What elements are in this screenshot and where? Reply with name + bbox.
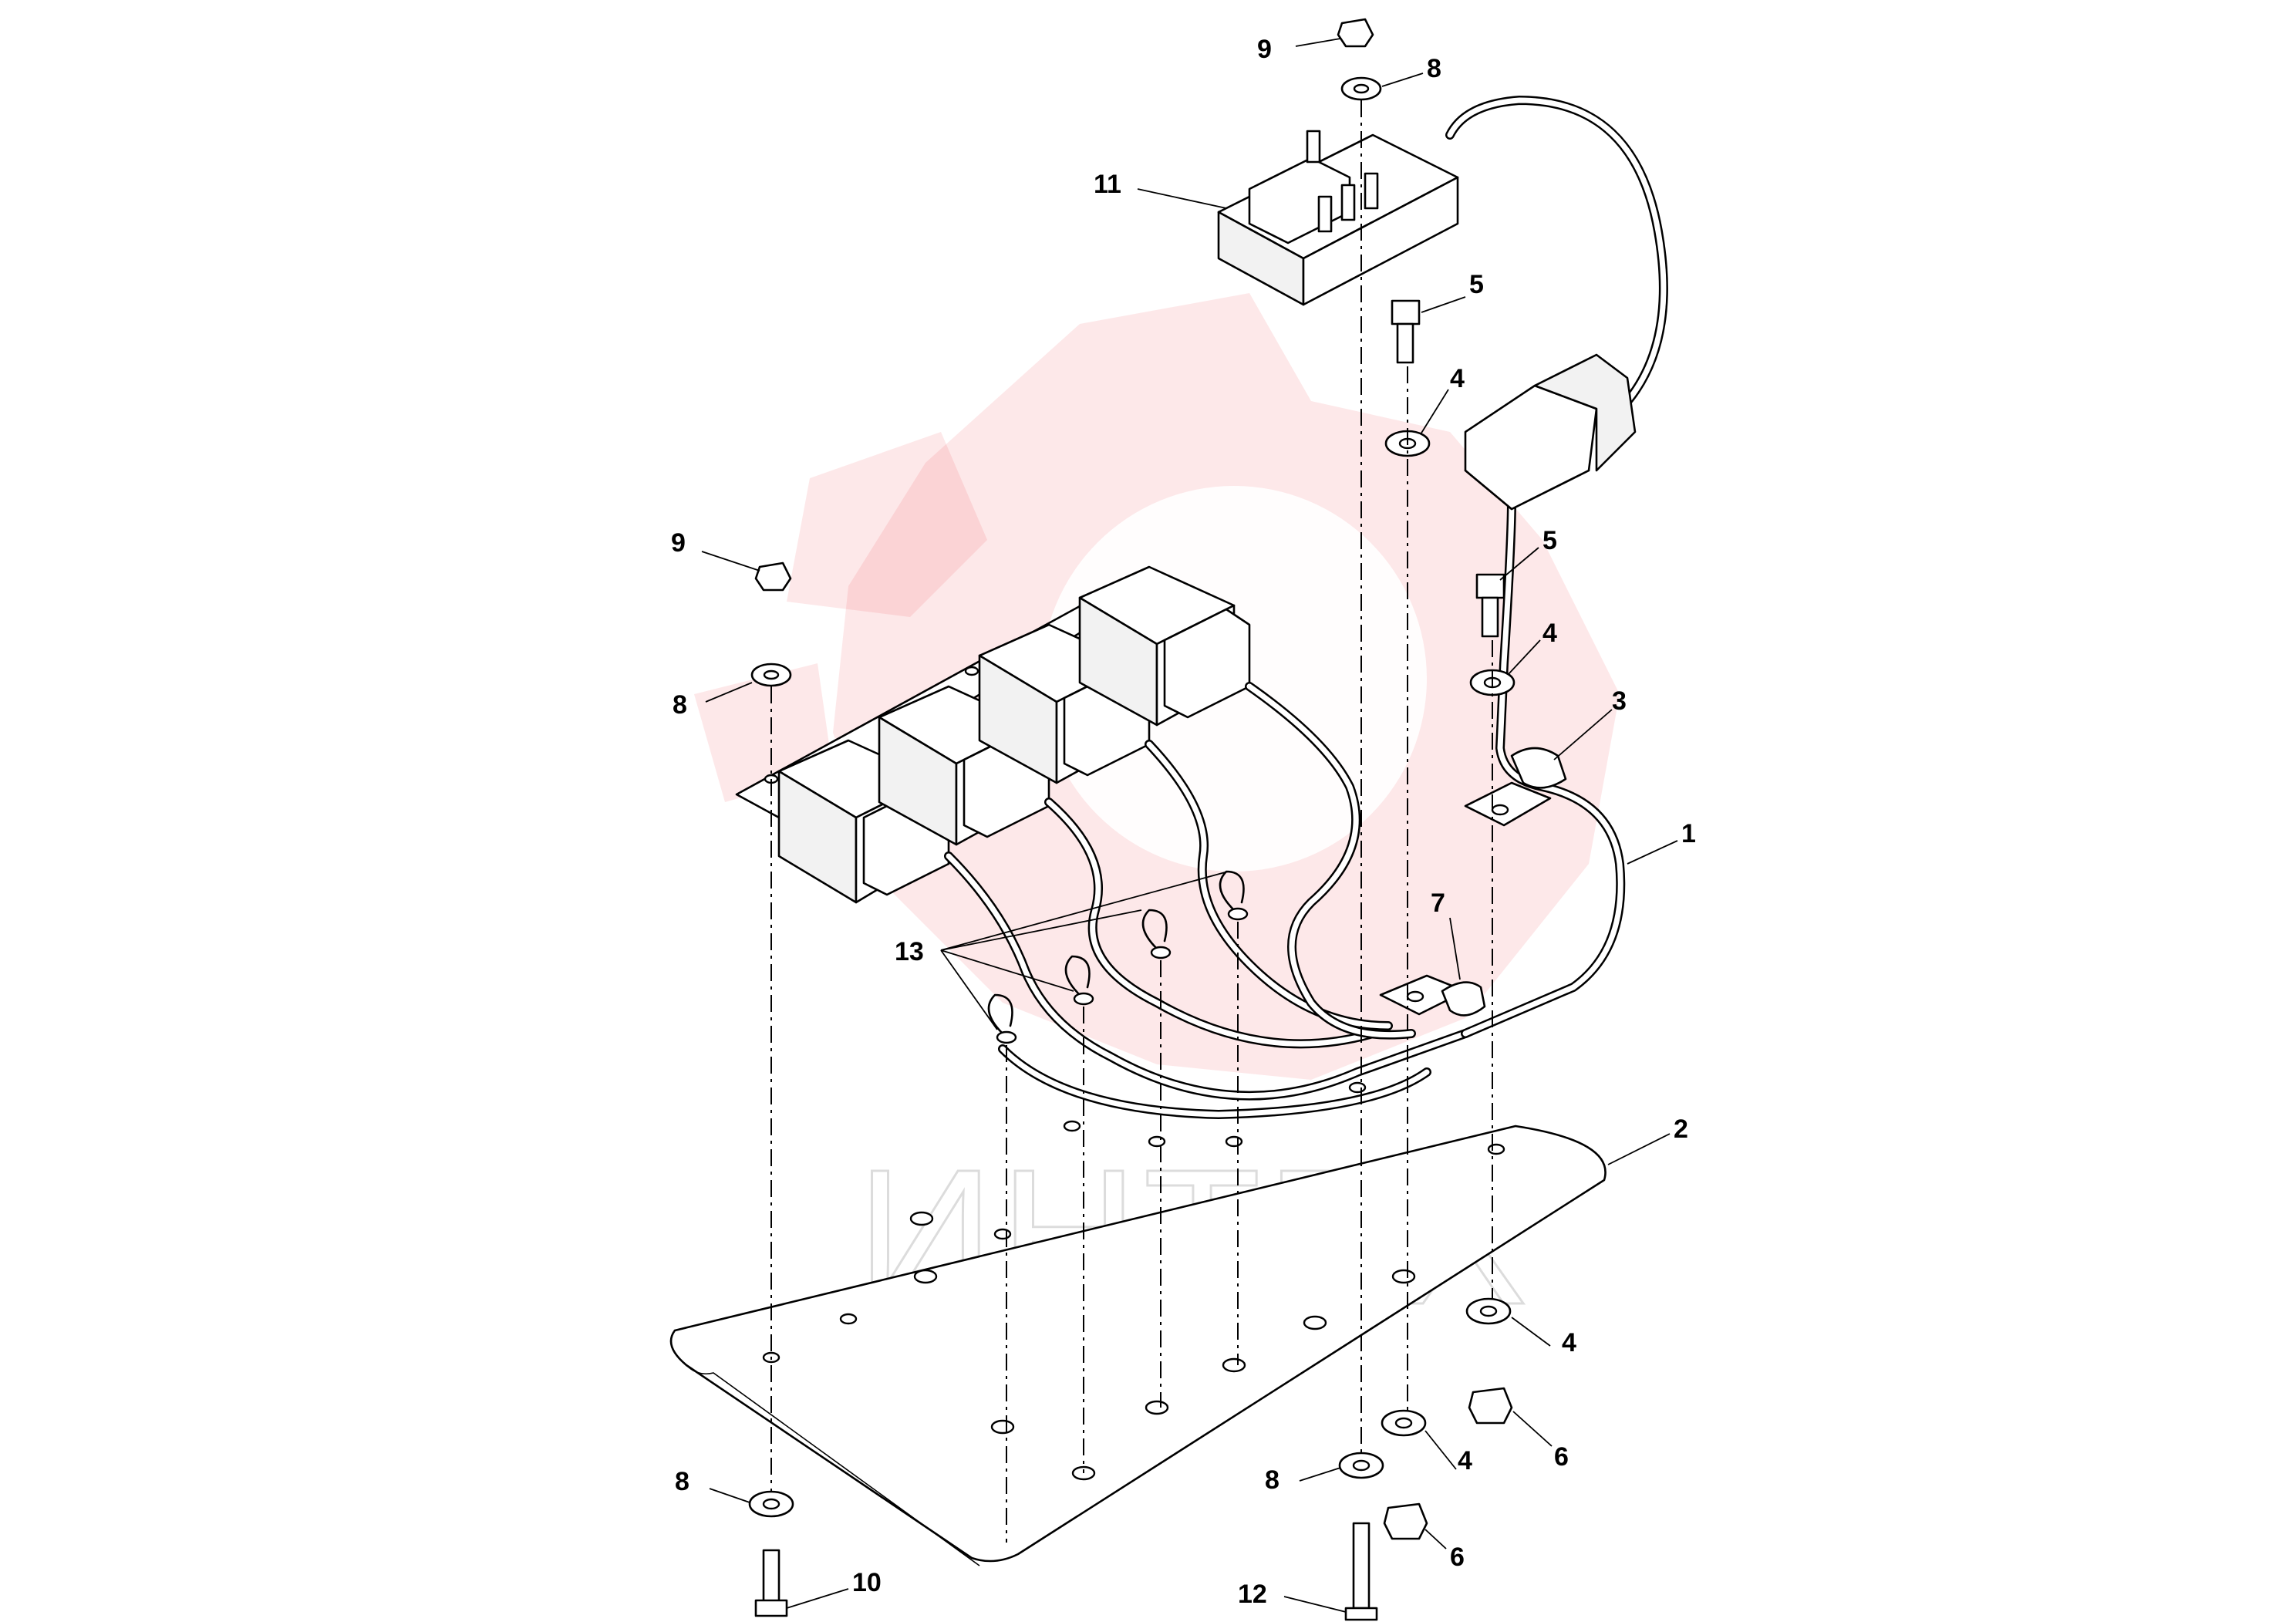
ring-terminals (987, 870, 1249, 1044)
callout-4-lower: 4 (1458, 1446, 1472, 1475)
callout-4-upper: 4 (1450, 364, 1465, 393)
nut-6-under (1468, 1387, 1513, 1425)
callout-6-lower: 6 (1450, 1543, 1465, 1572)
callout-12: 12 (1238, 1580, 1267, 1609)
callout-1: 1 (1681, 819, 1696, 848)
cable-clamp-7 (1379, 974, 1486, 1017)
callout-4-under: 4 (1562, 1328, 1576, 1357)
callout-2: 2 (1674, 1114, 1688, 1144)
control-unit-11 (1217, 130, 1459, 306)
callout-11: 11 (1094, 170, 1121, 199)
callout-8-lower-left: 8 (675, 1467, 689, 1496)
callout-8-top: 8 (1427, 54, 1441, 83)
bolt-5-upper (1391, 299, 1421, 325)
callout-3: 3 (1612, 686, 1627, 716)
base-plate (669, 1081, 1607, 1566)
relay-block-4 (1078, 565, 1251, 727)
callout-9-left: 9 (671, 528, 686, 558)
callout-6-under: 6 (1554, 1442, 1569, 1472)
wire-harness (944, 95, 1668, 1120)
cable-connector (1464, 353, 1637, 511)
callout-7: 7 (1431, 889, 1445, 918)
nut-9-top (1337, 18, 1374, 48)
bolt-10 (762, 1549, 781, 1606)
callout-8-left: 8 (673, 690, 687, 720)
cable-clamp-3 (1464, 747, 1567, 827)
callout-5-right: 5 (1542, 526, 1557, 555)
callout-13: 13 (895, 937, 924, 966)
leader-lines (701, 38, 1678, 1613)
nut-9-left (754, 561, 792, 592)
callout-8-lower-mid: 8 (1265, 1465, 1279, 1495)
assembly-axes (770, 100, 1493, 1543)
nut-6-lower (1383, 1502, 1428, 1540)
callout-labels: 9 8 11 5 4 5 4 3 1 7 2 9 8 13 4 6 4 6 8 … (671, 35, 1696, 1609)
plate-holes (762, 1081, 1505, 1481)
callout-10: 10 (852, 1568, 882, 1597)
callout-9-top: 9 (1257, 35, 1272, 64)
callout-4-right: 4 (1542, 619, 1557, 648)
callout-5-upper: 5 (1469, 270, 1484, 299)
hardware (748, 18, 1515, 1621)
bolt-5-right (1475, 573, 1505, 599)
bolt-12 (1352, 1522, 1371, 1610)
